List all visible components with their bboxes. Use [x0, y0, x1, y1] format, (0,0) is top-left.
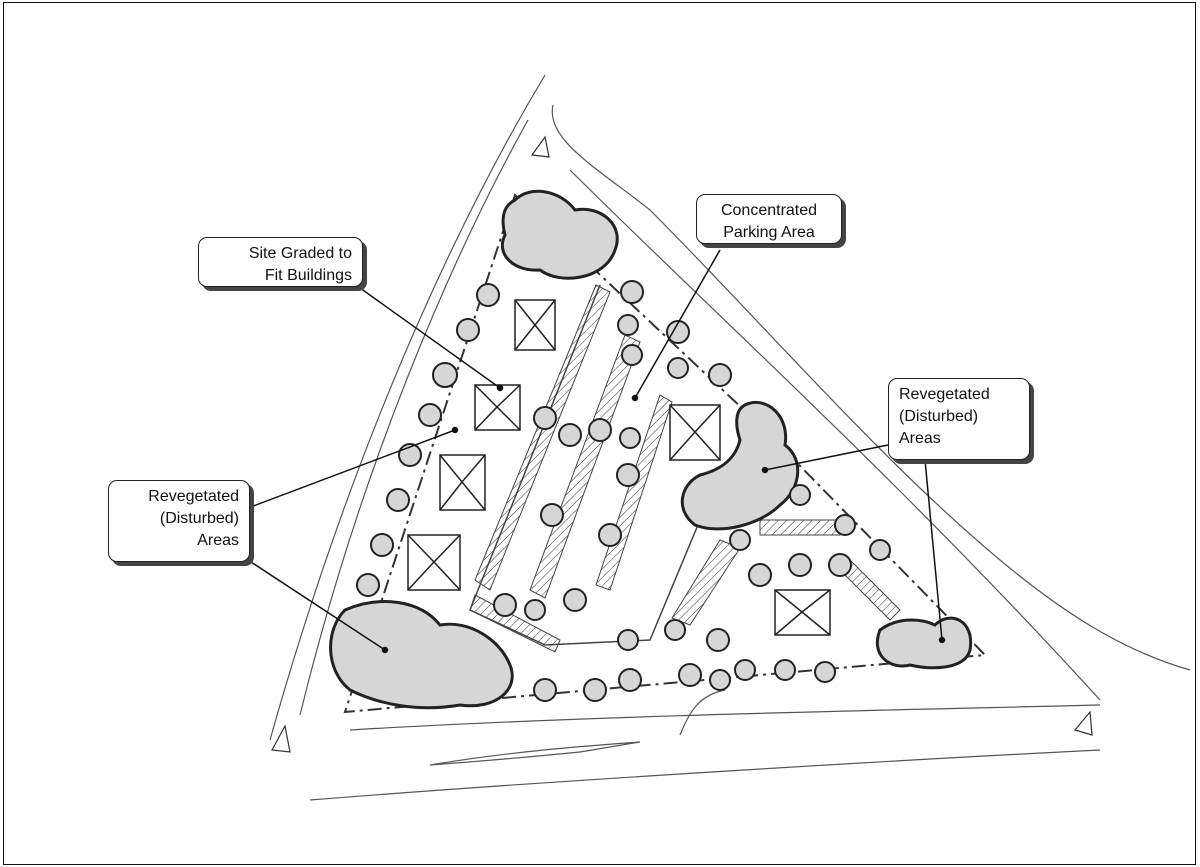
- callout-parking-line2: Parking Area: [723, 224, 815, 241]
- callout-site-graded: Site Graded to Fit Buildings: [198, 237, 363, 287]
- buildings: [407, 299, 831, 636]
- callout-parking: Concentrated Parking Area: [696, 194, 842, 244]
- building-2: [474, 384, 521, 431]
- callout-revegetated-left-line1: Revegetated: [148, 488, 239, 505]
- callout-revegetated-right-line3: Areas: [899, 430, 941, 447]
- building-3: [439, 454, 486, 511]
- road-lines: [269, 74, 1191, 801]
- callout-revegetated-left: Revegetated (Disturbed) Areas: [108, 480, 250, 562]
- callout-revegetated-left-line3: Areas: [197, 532, 239, 549]
- callout-revegetated-left-line2: (Disturbed): [159, 510, 239, 527]
- callout-parking-line1: Concentrated: [720, 202, 818, 219]
- callout-site-graded-line1: Site Graded to: [248, 245, 352, 262]
- callout-revegetated-right-line2: (Disturbed): [899, 408, 979, 425]
- building-6: [774, 589, 831, 636]
- drawing-frame: [3, 2, 1196, 865]
- building-4: [407, 534, 461, 591]
- callout-revegetated-right: Revegetated (Disturbed) Areas: [888, 378, 1030, 460]
- property-boundary: [343, 193, 988, 714]
- leader-lines: [247, 249, 946, 654]
- building-1: [514, 299, 556, 351]
- tree-masses: [329, 189, 973, 710]
- callout-site-graded-line2: Fit Buildings: [264, 267, 352, 284]
- traffic-islands: [271, 135, 1093, 753]
- callout-revegetated-right-line1: Revegetated: [899, 386, 990, 403]
- trees: [356, 280, 891, 702]
- building-5: [669, 404, 721, 461]
